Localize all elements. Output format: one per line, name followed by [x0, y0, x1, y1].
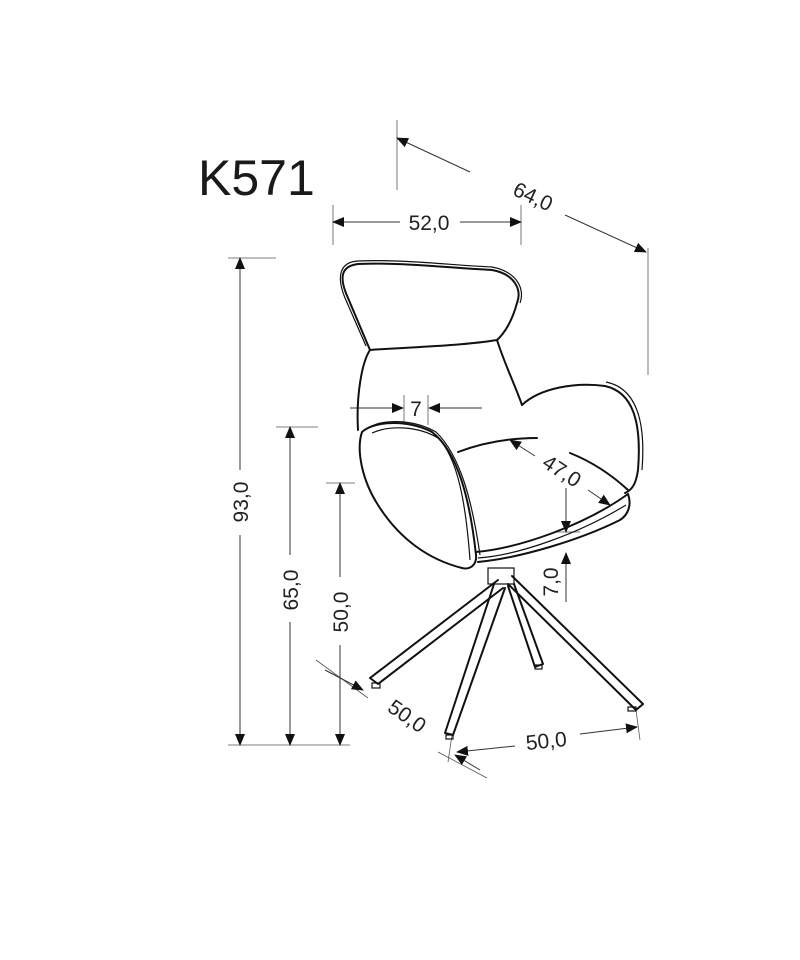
- svg-text:52,0: 52,0: [409, 212, 450, 235]
- chair-base: [369, 567, 644, 740]
- svg-text:50,0: 50,0: [330, 592, 353, 633]
- chair-right-armrest: [521, 383, 640, 494]
- dimension-height-total: 93,0: [228, 257, 350, 746]
- dimension-base-width: 50,0: [447, 709, 641, 763]
- chair-headrest: [341, 262, 520, 351]
- chair-backrest: [356, 349, 371, 431]
- dimension-seat-thickness: 7,0: [540, 488, 580, 602]
- svg-text:65,0: 65,0: [280, 570, 303, 611]
- dimension-width: 52,0: [332, 205, 522, 245]
- dimension-armrest-height: 65,0: [276, 426, 318, 746]
- svg-text:64,0: 64,0: [509, 178, 556, 216]
- svg-text:93,0: 93,0: [230, 482, 253, 523]
- dimension-seat-depth: 47,0: [509, 439, 611, 506]
- svg-text:7: 7: [410, 398, 422, 421]
- svg-text:50,0: 50,0: [383, 696, 430, 738]
- dimension-seat-height: 50,0: [326, 482, 355, 746]
- product-code-title: K571: [198, 150, 315, 206]
- chair-left-armrest: [358, 422, 478, 570]
- chair-illustration: [339, 260, 644, 740]
- svg-text:7,0: 7,0: [540, 567, 563, 596]
- svg-text:50,0: 50,0: [525, 728, 568, 755]
- dimension-armrest-width: 7: [350, 395, 482, 425]
- dimension-depth-total: 64,0: [396, 120, 649, 375]
- dimension-base-depth: 50,0: [315, 659, 488, 779]
- chair-seat: [457, 437, 538, 453]
